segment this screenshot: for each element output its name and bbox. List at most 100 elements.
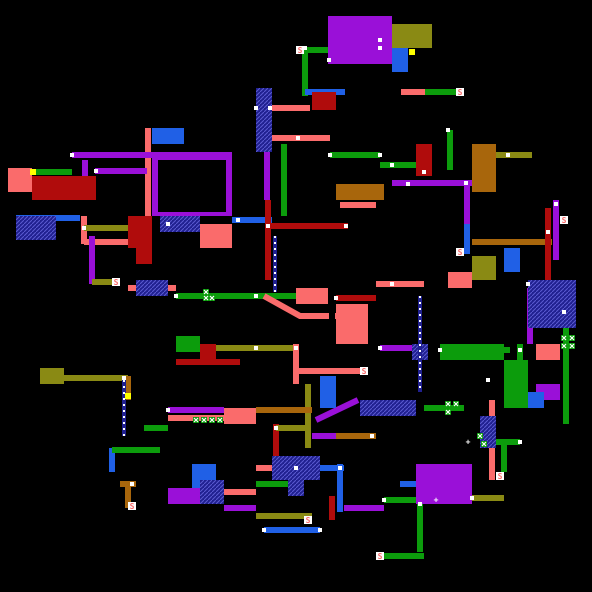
- x-mark: [209, 417, 215, 423]
- shaft-dot: [419, 332, 421, 334]
- corridor-segment: [329, 496, 335, 520]
- save-room: [496, 472, 504, 480]
- corridor-segment: [344, 505, 384, 511]
- door-marker: [262, 528, 266, 532]
- map-room: [224, 408, 256, 424]
- door-marker: [486, 378, 490, 382]
- x-mark: [217, 417, 223, 423]
- save-marker: S: [458, 88, 463, 97]
- map-room: [504, 248, 520, 272]
- corridor-segment: [345, 93, 401, 99]
- shaft-dot: [274, 260, 276, 262]
- door-marker: [130, 482, 134, 486]
- corridor-segment: [256, 481, 304, 487]
- save-marker: S: [362, 367, 367, 376]
- map-room: [440, 344, 504, 360]
- corridor-segment: [72, 152, 152, 158]
- x-mark: [561, 343, 567, 349]
- shaft-dot: [419, 350, 421, 352]
- corridor-segment: [125, 484, 131, 508]
- shaft-dot: [419, 320, 421, 322]
- save-marker: S: [130, 502, 135, 511]
- corridor-segment: [384, 497, 424, 503]
- shaft-dot: [274, 278, 276, 280]
- door-marker: [446, 128, 450, 132]
- corridor-segment: [276, 425, 308, 431]
- corridor-segment: [384, 553, 424, 559]
- door-marker: [327, 58, 331, 62]
- shaft-dot: [419, 368, 421, 370]
- shaft-dot: [419, 326, 421, 328]
- map-room: [416, 464, 472, 504]
- corridor-segment: [144, 425, 168, 431]
- door-marker: [464, 181, 468, 185]
- shaft-dot: [123, 398, 125, 400]
- corridor-segment: [337, 464, 343, 512]
- map-room: [152, 128, 184, 144]
- corridor-segment: [330, 152, 380, 158]
- shaft-dot: [274, 248, 276, 250]
- save-marker: S: [562, 216, 567, 225]
- map-room: [336, 184, 384, 200]
- map-room: [288, 480, 304, 496]
- shaft-dot: [123, 404, 125, 406]
- shaft-dot: [274, 254, 276, 256]
- corridor-segment: [265, 200, 271, 280]
- door-marker: [562, 310, 566, 314]
- corridor-segment: [89, 236, 95, 284]
- shaft-dot: [419, 296, 421, 298]
- map-room: [200, 224, 232, 248]
- map-room: [32, 176, 96, 200]
- door-marker: [236, 218, 240, 222]
- door-marker: [166, 222, 170, 226]
- corridor-segment: [92, 279, 116, 285]
- connector-layer: [70, 38, 566, 532]
- corridor-segment: [336, 433, 376, 439]
- corridor-segment: [268, 223, 348, 229]
- shaft-dot: [123, 428, 125, 430]
- map-room: [256, 88, 272, 152]
- shaft-dot: [274, 236, 276, 238]
- map-room: [312, 92, 336, 110]
- corridor-segment: [320, 465, 344, 471]
- corridor-segment: [264, 527, 320, 533]
- corridor-segment: [293, 344, 299, 384]
- corridor-segment: [305, 384, 311, 448]
- door-marker: [470, 496, 474, 500]
- door-marker: [94, 169, 98, 173]
- save-marker: S: [378, 552, 383, 561]
- corridor-segment: [392, 180, 472, 186]
- map-room: [168, 488, 200, 504]
- x-mark: [193, 417, 199, 423]
- map-room: [136, 240, 152, 264]
- x-mark: [569, 335, 575, 341]
- corridor-segment: [563, 328, 569, 424]
- map-room: [8, 168, 32, 192]
- map-room: [200, 480, 224, 504]
- door-marker: [378, 38, 382, 42]
- door-marker: [378, 46, 382, 50]
- map-room: [480, 416, 496, 448]
- map-room: [320, 376, 336, 408]
- map-room: [448, 272, 472, 288]
- save-room: [360, 367, 368, 375]
- door-marker: [390, 282, 394, 286]
- x-mark: [477, 433, 483, 439]
- map-room: [392, 48, 408, 72]
- corridor-segment: [464, 180, 470, 244]
- corridor-segment: [336, 295, 376, 301]
- corridor-segment: [464, 224, 470, 254]
- door-marker: [406, 182, 410, 186]
- corridor-segment: [176, 359, 240, 365]
- corridor-segment: [496, 152, 532, 158]
- map-room: [360, 400, 416, 416]
- door-marker: [526, 282, 530, 286]
- map-room: [328, 16, 392, 64]
- corridor-segment: [176, 293, 296, 299]
- map-room: [336, 304, 368, 344]
- door-marker: [268, 106, 272, 110]
- save-room: [128, 502, 136, 510]
- x-mark: [203, 295, 209, 301]
- map-room: [472, 144, 496, 192]
- map-room: [392, 24, 432, 48]
